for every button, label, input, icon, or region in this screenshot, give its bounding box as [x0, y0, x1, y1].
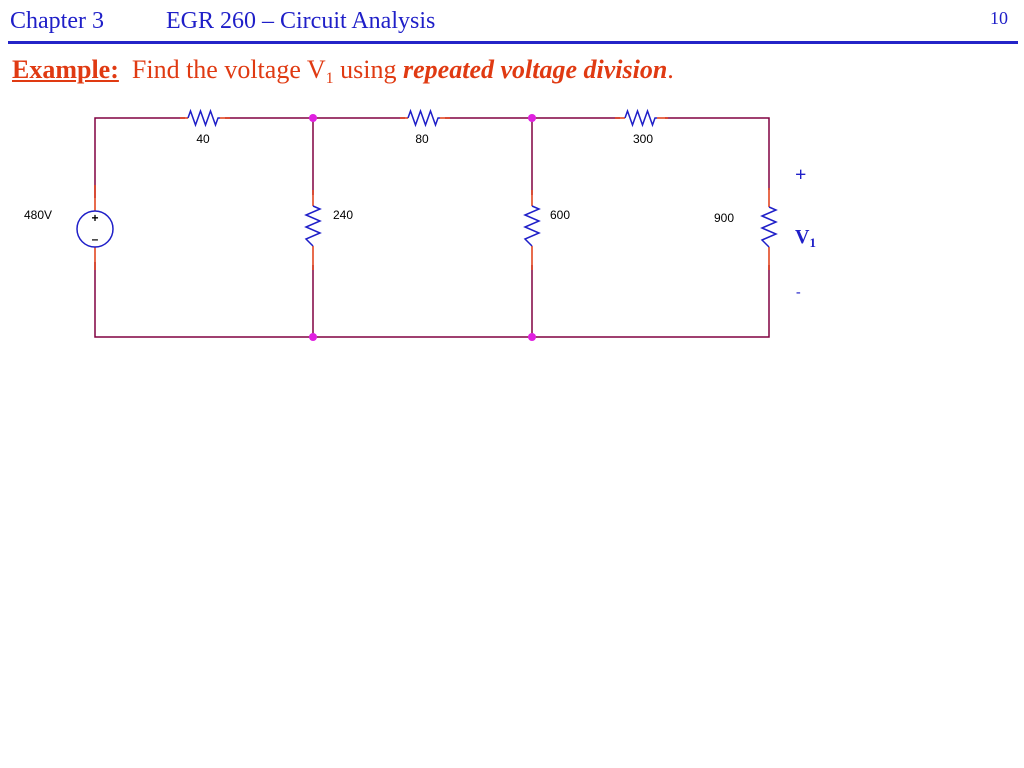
title-emphasis: repeated voltage division	[403, 55, 668, 84]
resistor-r40	[180, 108, 230, 128]
v1-plus: +	[795, 164, 806, 186]
wire-left-bottom	[94, 262, 770, 338]
example-title: Example: Find the voltage V1 using repea…	[12, 55, 674, 88]
v1-subscript: 1	[809, 235, 816, 250]
resistor-r240-icon	[304, 205, 322, 247]
node-top-600	[528, 114, 536, 122]
resistor-r300	[615, 108, 668, 128]
title-period: .	[667, 55, 674, 84]
label-r240: 240	[333, 208, 353, 222]
label-r300: 300	[633, 132, 653, 146]
chapter-label: Chapter 3	[10, 8, 104, 34]
wires	[94, 117, 770, 338]
source-value-label: 480V	[24, 208, 52, 222]
title-text: Find the voltage V	[131, 55, 326, 84]
resistor-r240	[304, 190, 322, 270]
node-top-240	[309, 114, 317, 122]
v1-label: V1	[795, 226, 816, 250]
resistor-r300-icon	[624, 108, 657, 128]
label-r80: 80	[415, 132, 429, 146]
label-r900: 900	[714, 211, 734, 225]
wire-left-top	[94, 117, 185, 198]
v1-letter: V	[795, 226, 810, 248]
resistor-r40-icon	[187, 108, 220, 128]
title-using: using	[333, 55, 404, 84]
label-r600: 600	[550, 208, 570, 222]
voltage-source-icon	[76, 210, 114, 248]
example-label: Example:	[12, 55, 119, 84]
title-subscript: 1	[325, 70, 334, 87]
node-bottom-600	[528, 333, 536, 341]
source-minus: –	[92, 232, 99, 246]
resistor-r80	[400, 108, 450, 128]
header-rule	[8, 41, 1018, 44]
resistor-r900-icon	[760, 206, 778, 248]
page-number: 10	[990, 8, 1008, 28]
nodes	[309, 114, 536, 341]
wire-right-top	[665, 117, 770, 190]
resistor-r80-icon	[407, 108, 440, 128]
resistor-r900	[760, 188, 778, 270]
v1-minus: -	[796, 285, 801, 300]
course-title: EGR 260 – Circuit Analysis	[166, 8, 436, 34]
label-r40: 40	[196, 132, 210, 146]
source-plus: +	[91, 211, 98, 225]
node-bottom-240	[309, 333, 317, 341]
resistor-r600	[523, 190, 541, 270]
resistor-r600-icon	[523, 205, 541, 247]
